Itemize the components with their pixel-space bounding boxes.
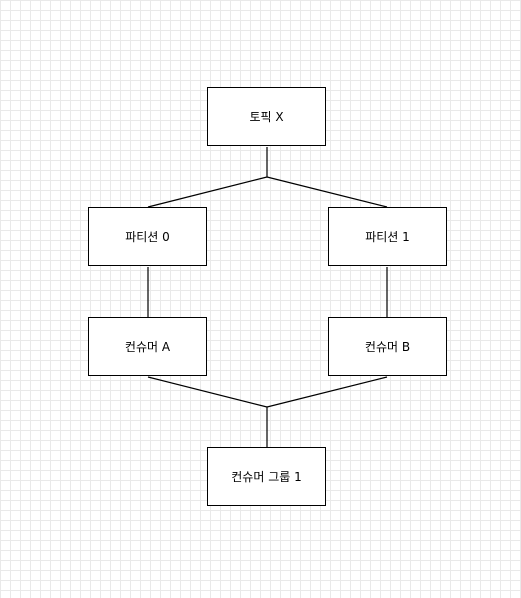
partition-1-label: 파티션 1: [365, 230, 410, 244]
consumer-b-node[interactable]: 컨슈머 B: [328, 317, 447, 376]
edge-consumerA-group: [147, 376, 268, 408]
consumer-group-label: 컨슈머 그룹 1: [231, 470, 302, 484]
partition-0-label: 파티션 0: [125, 230, 170, 244]
topic-label: 토픽 X: [249, 110, 284, 124]
edge-topic-partition1: [266, 176, 388, 208]
topic-node[interactable]: 토픽 X: [207, 87, 326, 146]
partition-1-node[interactable]: 파티션 1: [328, 207, 447, 266]
edge-topic-partition0: [147, 176, 268, 208]
consumer-a-label: 컨슈머 A: [124, 340, 171, 354]
consumer-a-node[interactable]: 컨슈머 A: [88, 317, 207, 376]
partition-0-node[interactable]: 파티션 0: [88, 207, 207, 266]
edge-consumerB-group: [266, 376, 388, 408]
consumer-b-label: 컨슈머 B: [364, 340, 411, 354]
consumer-group-node[interactable]: 컨슈머 그룹 1: [207, 447, 326, 506]
